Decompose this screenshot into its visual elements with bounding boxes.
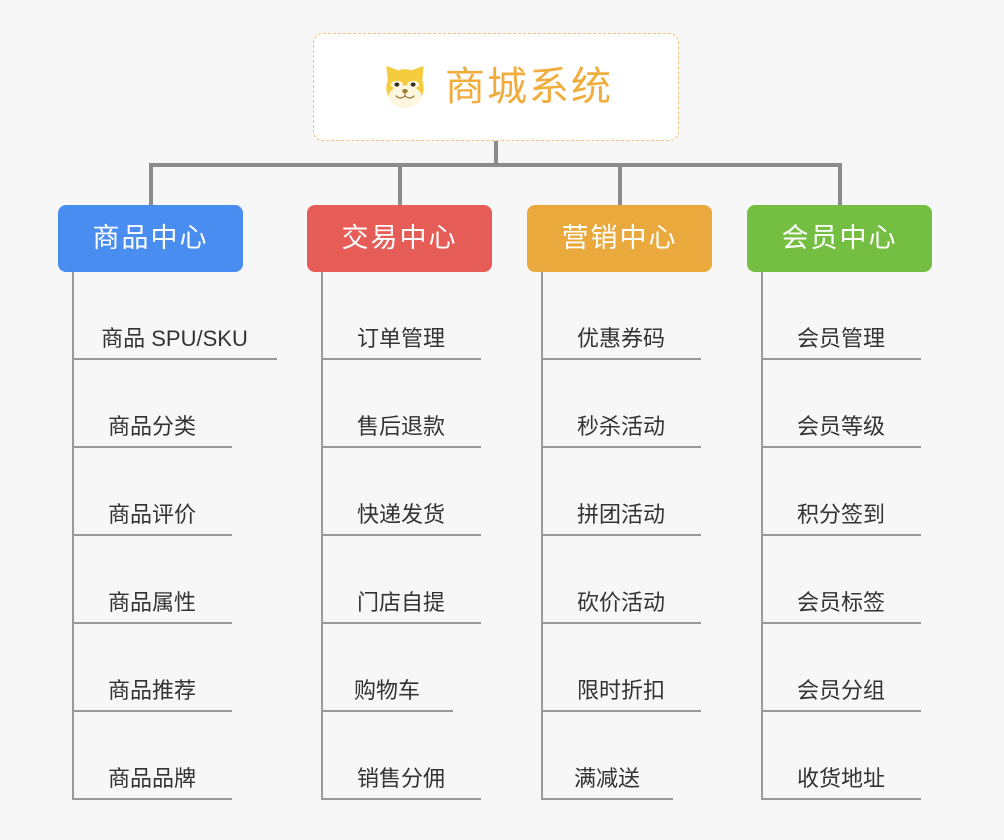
leaf-item[interactable]: 收货地址 bbox=[761, 712, 921, 800]
leaf-label: 销售分佣 bbox=[356, 765, 445, 791]
leaf-label: 商品分类 bbox=[107, 413, 196, 439]
leaf-label: 收货地址 bbox=[796, 765, 885, 791]
connector-drop-member-center bbox=[838, 163, 842, 207]
leaf-label: 秒杀活动 bbox=[576, 413, 665, 439]
leaf-item[interactable]: 订单管理 bbox=[321, 272, 481, 360]
connector-horizontal-bus bbox=[149, 163, 841, 167]
leaf-label: 会员管理 bbox=[796, 325, 885, 351]
leaf-item[interactable]: 售后退款 bbox=[321, 360, 481, 448]
leaf-label: 会员等级 bbox=[796, 413, 885, 439]
category-label: 营销中心 bbox=[561, 223, 678, 253]
leaf-item[interactable]: 购物车 bbox=[321, 624, 453, 712]
leaf-item[interactable]: 快递发货 bbox=[321, 448, 481, 536]
leaf-item[interactable]: 销售分佣 bbox=[321, 712, 481, 800]
leaf-label: 商品 SPU/SKU bbox=[101, 325, 248, 351]
leaf-item[interactable]: 会员管理 bbox=[761, 272, 921, 360]
leaf-item[interactable]: 限时折扣 bbox=[541, 624, 701, 712]
leaf-item[interactable]: 优惠券码 bbox=[541, 272, 701, 360]
category-label: 交易中心 bbox=[341, 223, 458, 253]
leaf-label: 会员分组 bbox=[796, 677, 885, 703]
category-box-marketing-center[interactable]: 营销中心 bbox=[527, 205, 712, 272]
leaf-label: 优惠券码 bbox=[576, 325, 665, 351]
leaf-item[interactable]: 砍价活动 bbox=[541, 536, 701, 624]
shiba-dog-face-icon bbox=[386, 65, 424, 109]
column-rail bbox=[321, 272, 323, 800]
leaf-item[interactable]: 商品 SPU/SKU bbox=[72, 272, 277, 360]
column-rail bbox=[541, 272, 543, 800]
leaf-label: 积分签到 bbox=[796, 501, 885, 527]
leaf-label: 商品评价 bbox=[107, 501, 196, 527]
leaf-label: 售后退款 bbox=[356, 413, 445, 439]
leaf-item[interactable]: 积分签到 bbox=[761, 448, 921, 536]
leaf-item[interactable]: 满减送 bbox=[541, 712, 673, 800]
leaf-item[interactable]: 门店自提 bbox=[321, 536, 481, 624]
leaf-label: 门店自提 bbox=[356, 589, 445, 615]
category-box-trade-center[interactable]: 交易中心 bbox=[307, 205, 492, 272]
leaf-label: 快递发货 bbox=[356, 501, 445, 527]
leaf-item[interactable]: 商品评价 bbox=[72, 448, 232, 536]
leaf-label: 会员标签 bbox=[796, 589, 885, 615]
leaf-label: 购物车 bbox=[353, 677, 420, 703]
leaf-label: 满减送 bbox=[573, 765, 640, 791]
leaf-label: 限时折扣 bbox=[576, 677, 665, 703]
category-box-product-center[interactable]: 商品中心 bbox=[58, 205, 243, 272]
leaf-item[interactable]: 会员等级 bbox=[761, 360, 921, 448]
root-title: 商城系统 bbox=[445, 65, 613, 109]
leaf-item[interactable]: 商品推荐 bbox=[72, 624, 232, 712]
connector-root-stem bbox=[494, 141, 498, 167]
column-rail bbox=[761, 272, 763, 800]
leaf-label: 订单管理 bbox=[356, 325, 445, 351]
category-label: 商品中心 bbox=[92, 223, 209, 253]
connector-drop-marketing-center bbox=[618, 163, 622, 207]
leaf-label: 拼团活动 bbox=[576, 501, 665, 527]
category-label: 会员中心 bbox=[781, 223, 898, 253]
leaf-item[interactable]: 商品品牌 bbox=[72, 712, 232, 800]
leaf-item[interactable]: 商品属性 bbox=[72, 536, 232, 624]
leaf-label: 商品属性 bbox=[107, 589, 196, 615]
leaf-item[interactable]: 会员分组 bbox=[761, 624, 921, 712]
leaf-label: 砍价活动 bbox=[576, 589, 665, 615]
leaf-item[interactable]: 商品分类 bbox=[72, 360, 232, 448]
column-rail bbox=[72, 272, 74, 800]
connector-drop-product-center bbox=[149, 163, 153, 207]
leaf-item[interactable]: 秒杀活动 bbox=[541, 360, 701, 448]
leaf-label: 商品推荐 bbox=[107, 677, 196, 703]
leaf-item[interactable]: 拼团活动 bbox=[541, 448, 701, 536]
leaf-item[interactable]: 会员标签 bbox=[761, 536, 921, 624]
root-node[interactable]: 商城系统 bbox=[313, 33, 679, 141]
leaf-label: 商品品牌 bbox=[107, 765, 196, 791]
category-box-member-center[interactable]: 会员中心 bbox=[747, 205, 932, 272]
connector-drop-trade-center bbox=[398, 163, 402, 207]
